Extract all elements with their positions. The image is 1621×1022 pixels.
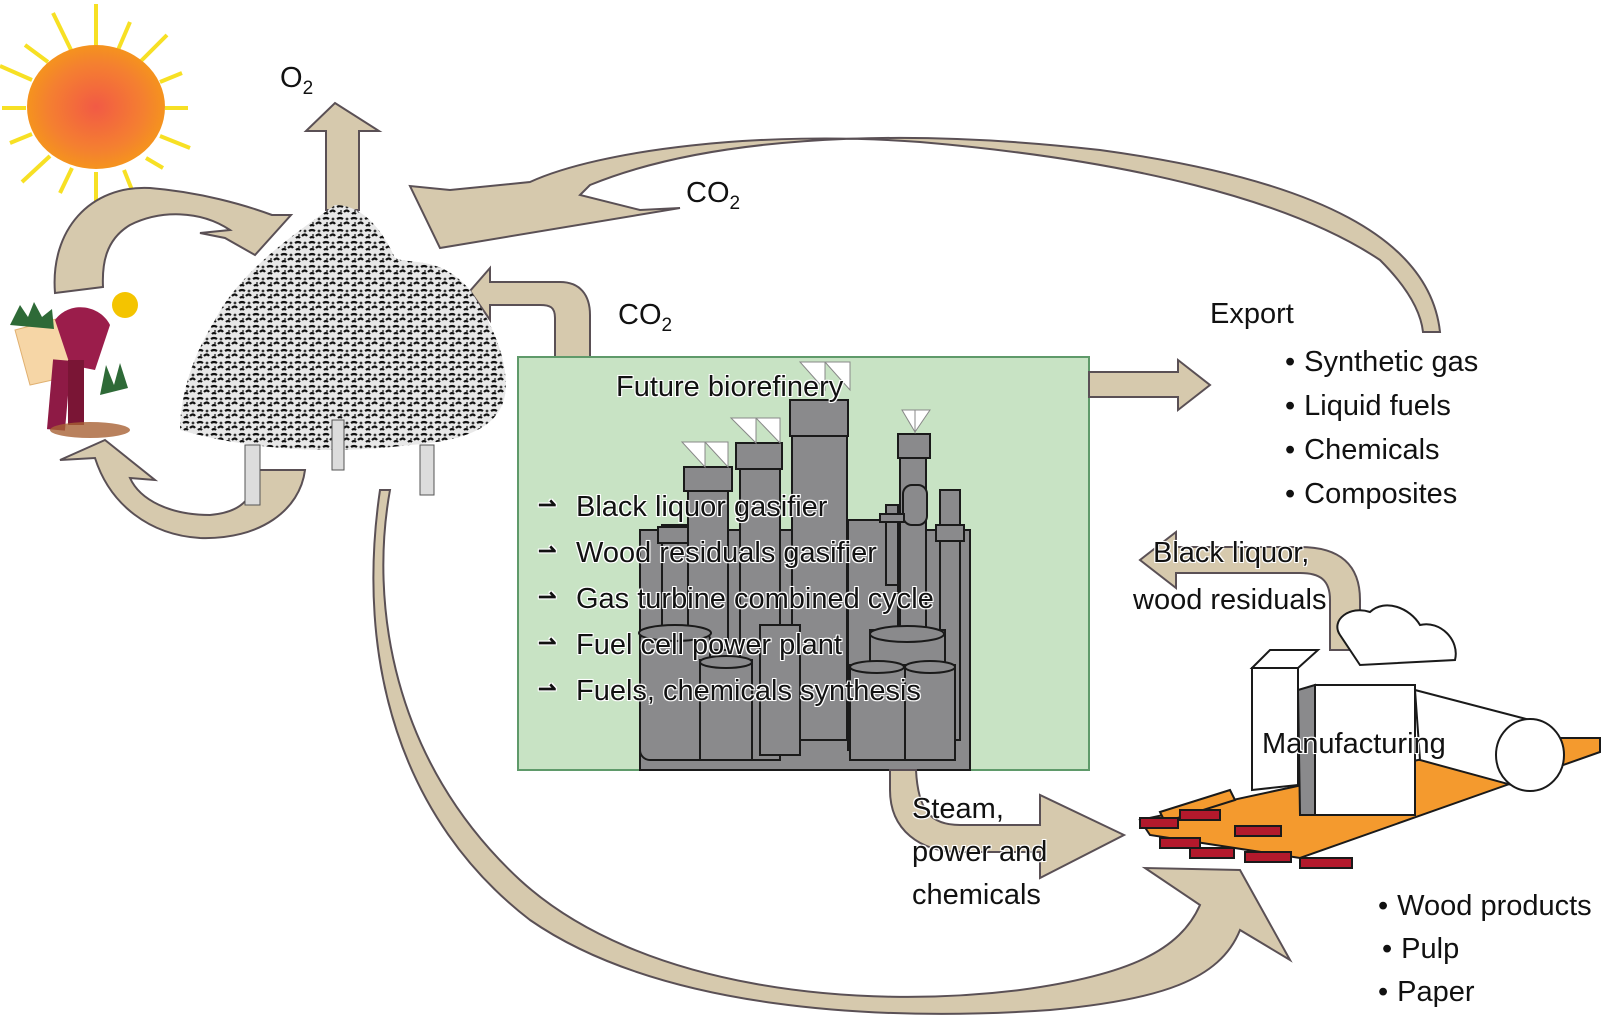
export-item: Composites	[1285, 480, 1478, 509]
biorefinery-title: Future biorefinery	[616, 371, 844, 403]
export-item: Chemicals	[1285, 436, 1478, 465]
manufactured-product-list: Wood products Pulp Paper	[1378, 892, 1592, 1022]
process-label: Fuel cell power plant	[576, 629, 842, 661]
process-label: Wood residuals gasifier	[576, 537, 877, 569]
arrow-bullet-icon: ⇀	[538, 676, 557, 701]
export-arrow	[1088, 357, 1212, 413]
black-liquor-line: Black liquor,	[1153, 537, 1310, 569]
process-label: Gas turbine combined cycle	[576, 583, 934, 615]
cycle-arrow-top	[53, 186, 294, 295]
arrow-bullet-icon: ⇀	[538, 630, 557, 655]
steam-label: Steam, power and chemicals	[912, 788, 1047, 917]
process-item: ⇀ Gas turbine combined cycle	[538, 585, 934, 614]
manufactured-item: Pulp	[1378, 935, 1592, 964]
wood-residuals-line: wood residuals	[1133, 584, 1327, 616]
power-line: power and	[912, 836, 1048, 868]
process-item: ⇀ Wood residuals gasifier	[538, 539, 934, 568]
o2-subscript: 2	[302, 78, 314, 99]
manufactured-item: Paper	[1378, 978, 1592, 1007]
co2-mid-subscript: 2	[661, 315, 673, 336]
refinery-plant-icon	[638, 361, 971, 771]
co2-top-subscript: 2	[729, 193, 741, 214]
cycle-arrow-bottom	[59, 438, 307, 540]
co2-mid-label: CO2	[618, 299, 673, 336]
arrow-bullet-icon: ⇀	[538, 538, 557, 563]
manufacturing-label: Manufacturing	[1262, 728, 1446, 760]
process-label: Black liquor gasifier	[576, 491, 828, 523]
black-liquor-label: Black liquor, wood residuals	[1133, 530, 1326, 624]
process-item: ⇀ Fuel cell power plant	[538, 631, 934, 660]
paper-products-icon	[1138, 604, 1601, 869]
export-heading: Export	[1210, 298, 1294, 330]
forester-planting-icon	[10, 292, 138, 438]
steam-line: Steam,	[912, 793, 1004, 825]
co2-return-arrow-small	[468, 265, 591, 359]
biorefinery-process-list: ⇀ Black liquor gasifier ⇀ Wood residuals g…	[538, 493, 934, 723]
wood-supply-arrow	[372, 489, 1293, 1015]
arrow-bullet-icon: ⇀	[538, 584, 557, 609]
process-item: ⇀ Fuels, chemicals synthesis	[538, 677, 934, 706]
o2-arrow	[303, 101, 383, 211]
co2-return-arrow-large	[408, 137, 1442, 333]
export-product-list: Synthetic gas Liquid fuels Chemicals Com…	[1285, 348, 1478, 524]
sun-icon	[0, 4, 191, 206]
o2-base: O	[280, 62, 303, 94]
black-liquor-arrow	[1138, 529, 1361, 651]
manufactured-item: Wood products	[1378, 892, 1592, 921]
forest-icon	[180, 205, 506, 506]
steam-arrow	[889, 769, 1127, 880]
process-label: Fuels, chemicals synthesis	[576, 675, 921, 707]
export-item: Synthetic gas	[1285, 348, 1478, 377]
arrow-bullet-icon: ⇀	[538, 492, 557, 517]
o2-label: O2	[280, 62, 314, 99]
chemicals-line: chemicals	[912, 879, 1041, 911]
co2-top-label: CO2	[686, 177, 741, 214]
co2-mid-base: CO	[618, 299, 662, 331]
co2-top-base: CO	[686, 177, 730, 209]
export-item: Liquid fuels	[1285, 392, 1478, 421]
process-item: ⇀ Black liquor gasifier	[538, 493, 934, 522]
